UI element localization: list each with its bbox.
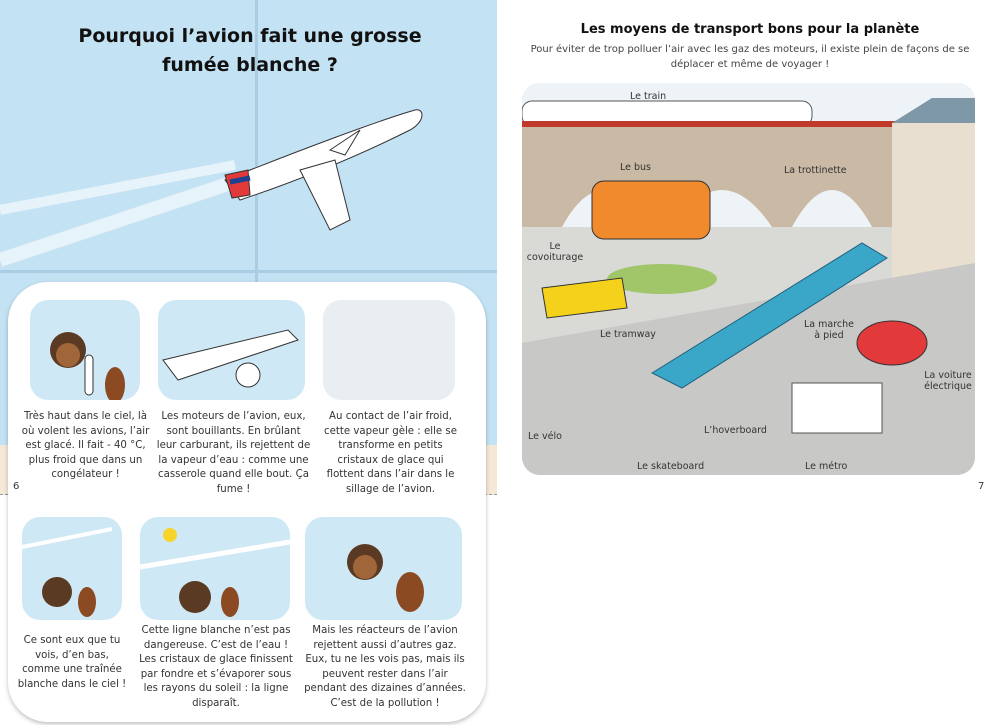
label-tramway: Le tramway [600, 329, 656, 340]
caption: Mais les réacteurs de l’avion rejettent … [304, 625, 466, 709]
comic-frame-cold-air [30, 300, 140, 400]
comic-panel: Très haut dans le ciel, là où volent les… [8, 282, 486, 722]
page-subtitle: Pour éviter de trop polluer l’air avec l… [530, 44, 970, 70]
page-number: 7 [978, 481, 985, 492]
page-title: Les moyens de transport bons pour la pla… [580, 22, 920, 37]
caption: Cette ligne blanche n’est pas dangereuse… [139, 625, 293, 709]
label-bus: Le bus [620, 162, 651, 173]
page-title: Pourquoi l’avion fait une grosse fumée b… [40, 22, 460, 80]
label-covoiturage: Le covoiturage [526, 241, 584, 263]
window-frame [255, 0, 258, 300]
transport-illustration: Le train Le bus La trottinette Le covoit… [522, 83, 975, 475]
comic-frame-pollution [305, 517, 462, 620]
label-trottinette: La trottinette [784, 165, 847, 176]
caption: Ce sont eux que tu vois, d’en bas, comme… [17, 635, 127, 690]
label-hoverboard: L’hoverboard [704, 425, 767, 436]
caption: Les moteurs de l’avion, eux, sont bouill… [156, 411, 311, 495]
label-train: Le train [630, 91, 667, 102]
window-frame [0, 270, 497, 273]
comic-frame-contrail [22, 517, 122, 620]
caption: Très haut dans le ciel, là où volent les… [21, 411, 150, 480]
comic-frame-engine [158, 300, 305, 400]
title-line: fumée blanche ? [162, 54, 338, 76]
label-velo: Le vélo [528, 431, 562, 442]
comic-frame-ice-crystals [323, 300, 455, 400]
label-metro: Le métro [805, 461, 848, 472]
label-voiture-electrique: La voiture électrique [924, 370, 972, 392]
comic-frame-sun [140, 517, 290, 620]
caption: Au contact de l’air froid, cette vapeur … [323, 411, 457, 495]
title-line: Pourquoi l’avion fait une grosse [78, 25, 422, 47]
label-skateboard: Le skateboard [637, 461, 705, 472]
city-scene [522, 83, 975, 475]
label-marche-a-pied: La marche à pied [804, 319, 854, 341]
airplane-illustration [0, 109, 423, 267]
page-number: 6 [13, 481, 20, 492]
